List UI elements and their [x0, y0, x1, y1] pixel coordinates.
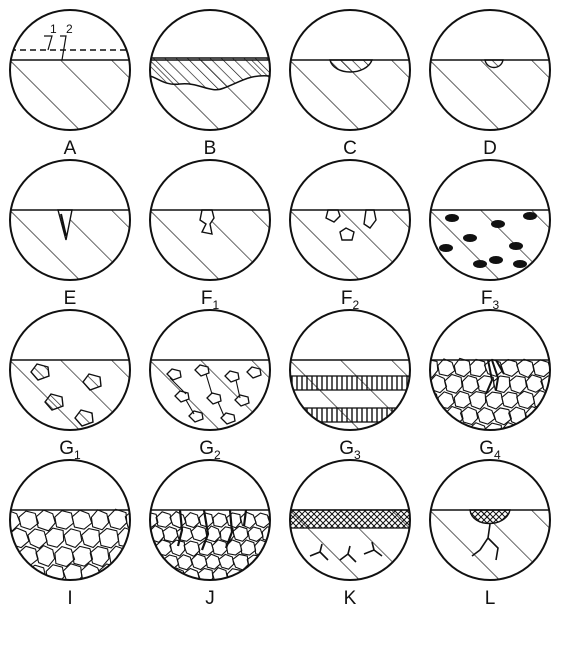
callout-label-1: 1: [50, 22, 57, 36]
panel-label-f3: F3: [481, 288, 500, 312]
panel-label-b: B: [204, 138, 217, 159]
panel-label-k: K: [344, 588, 357, 609]
panel-label-f1: F1: [201, 288, 220, 312]
panel-label-g4: G4: [479, 438, 501, 462]
panel-label-c: C: [343, 138, 357, 159]
panel-label-f2: F2: [341, 288, 360, 312]
callout-label-2: 2: [66, 22, 73, 36]
panel-label-g1: G1: [59, 438, 81, 462]
panel-i: [0, 460, 155, 630]
panel-label-l: L: [485, 588, 496, 609]
panel-label-d: D: [483, 138, 497, 159]
panel-label-j: J: [205, 588, 215, 609]
panel-label-e: E: [64, 288, 77, 309]
panel-label-g3: G3: [339, 438, 361, 462]
panel-label-a: A: [64, 138, 77, 159]
panel-label-i: I: [67, 588, 72, 609]
panel-label-g2: G2: [199, 438, 221, 462]
